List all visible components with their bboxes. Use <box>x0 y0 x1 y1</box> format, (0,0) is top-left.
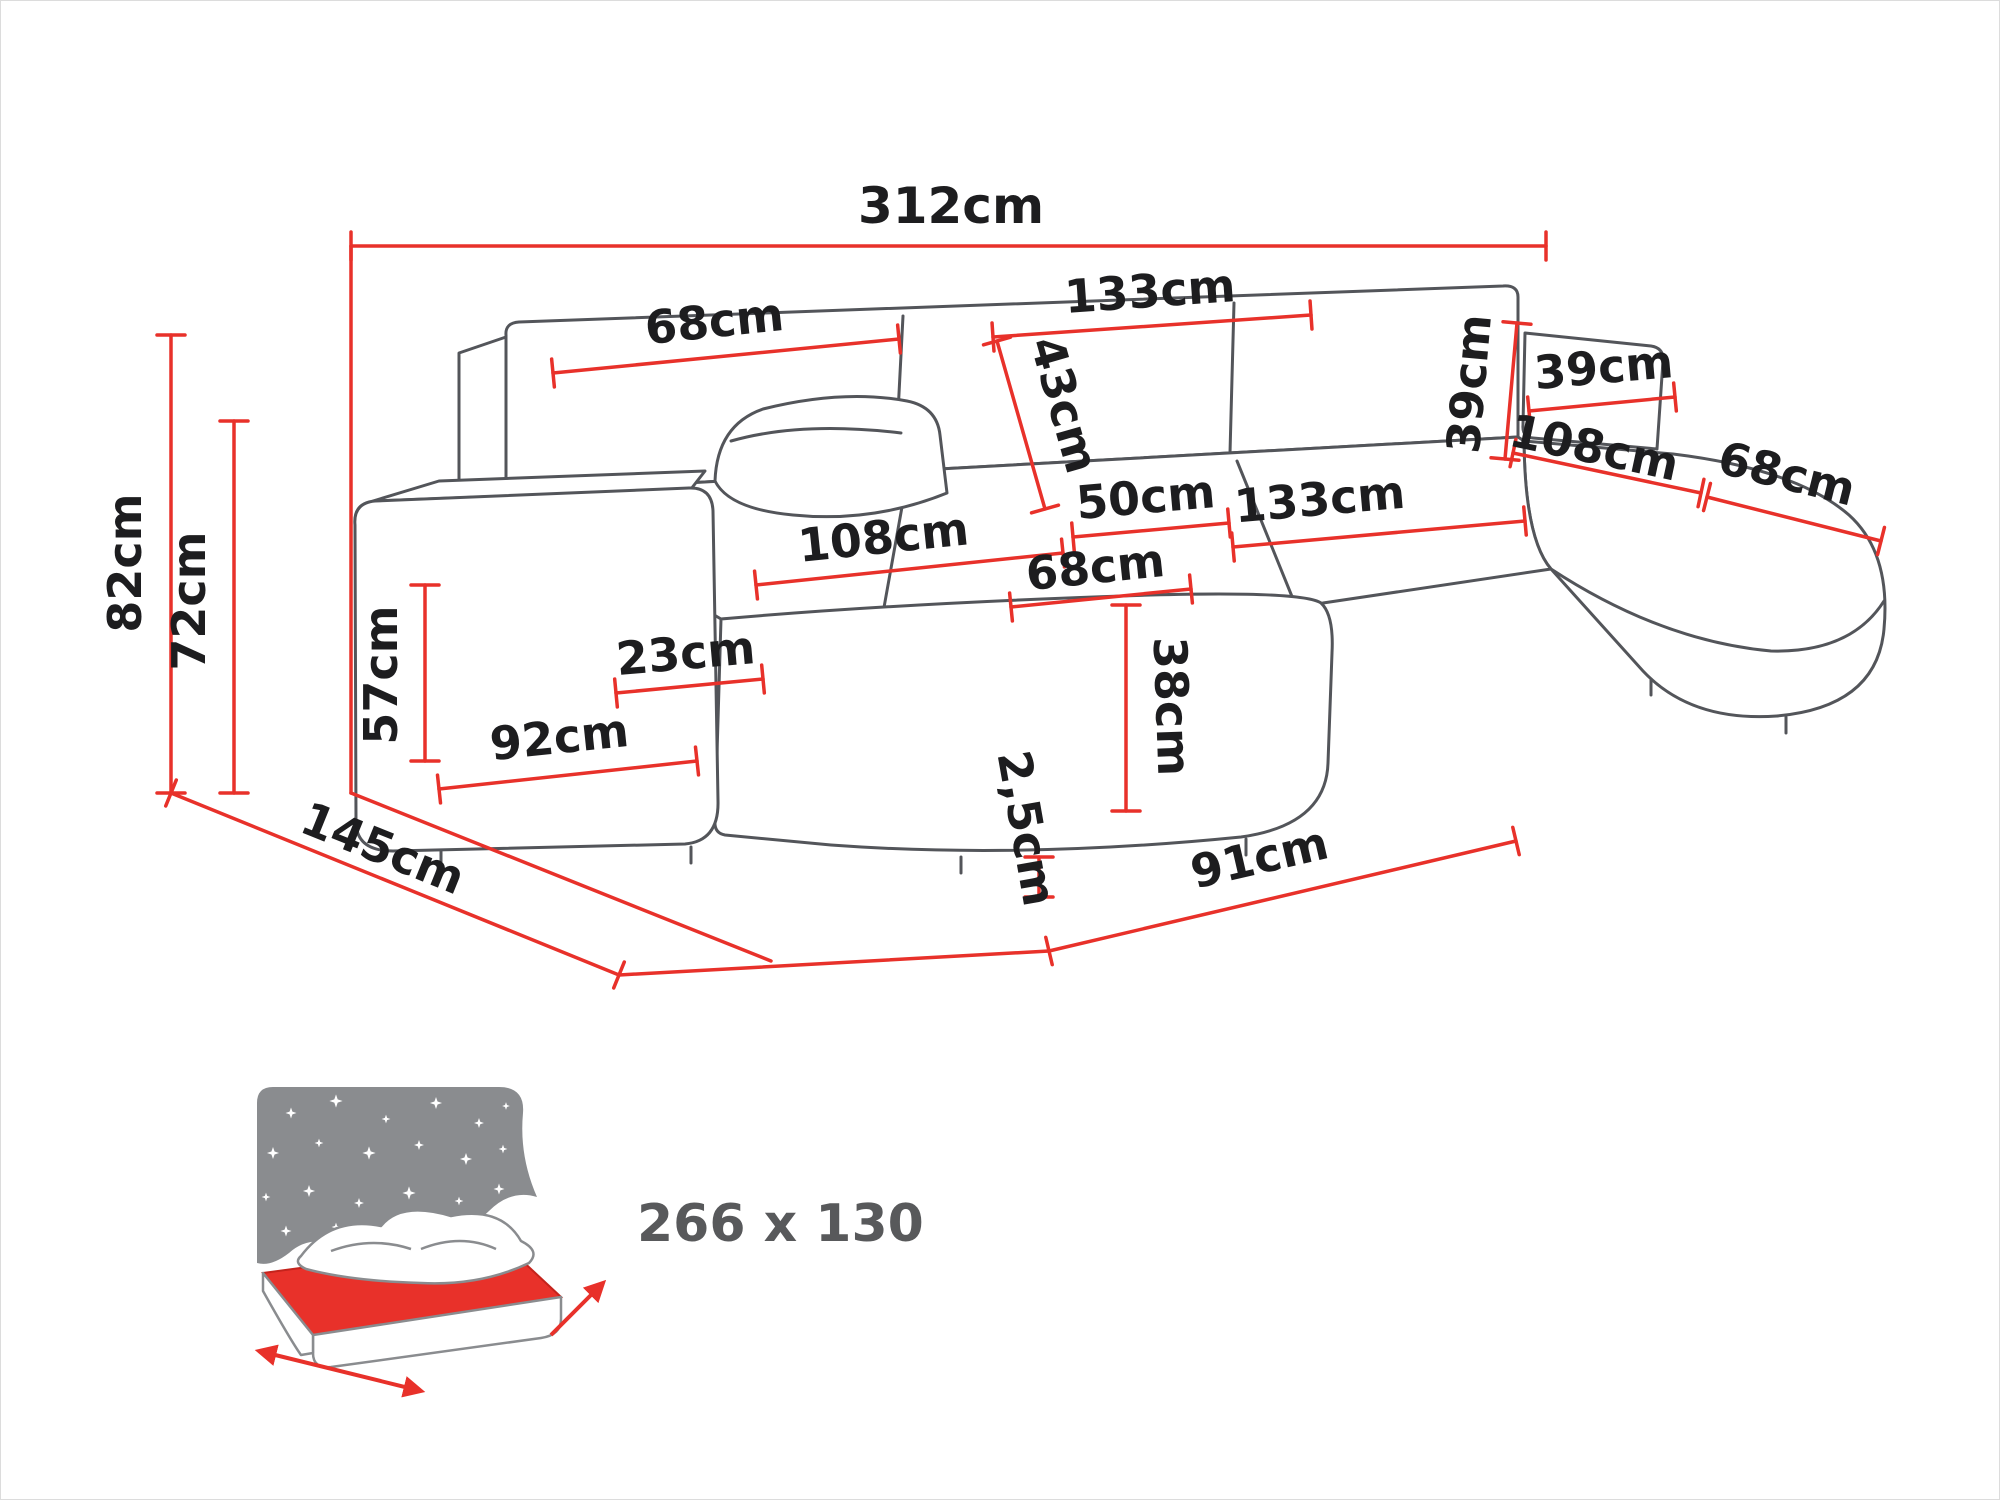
dim-label-headrest_height: 39cm <box>1436 312 1502 455</box>
dim-label-seat_height: 38cm <box>1143 636 1202 777</box>
dim-line-backrest_height <box>995 339 1047 511</box>
dim-line-back_cushion_middle <box>991 313 1313 339</box>
dim-line-headrest_height <box>1503 321 1519 461</box>
dim-line-seat_depth <box>1071 521 1231 539</box>
sofa-left-chaise <box>713 592 1334 852</box>
dim-line-headrest_width <box>1527 395 1677 413</box>
dim-line-back_cushion_left <box>551 337 901 375</box>
dim-tick <box>1671 381 1679 413</box>
dim-label-overall_height: 82cm <box>98 493 152 632</box>
dim-tick <box>435 773 443 805</box>
dim-tick <box>895 323 903 355</box>
dim-line-chaise_front_width <box>1047 839 1518 953</box>
dim-tick <box>1489 456 1521 462</box>
dim-tick <box>990 321 996 353</box>
sofa-outline-drawing <box>353 284 1887 875</box>
dim-tick <box>1501 320 1533 326</box>
dim-tick <box>759 663 767 695</box>
dim-tick <box>981 335 1013 347</box>
fold-out-bed-icon <box>254 1087 607 1398</box>
dim-tick <box>1696 477 1706 509</box>
dim-label-armrest_height: 57cm <box>354 605 408 744</box>
dim-line-chaise_right_width <box>1705 495 1883 543</box>
right-chaise-seam <box>1549 567 1886 653</box>
dim-line-seat_left_width <box>1009 587 1193 609</box>
dim-label-back_cushion_middle: 133cm <box>1063 258 1238 324</box>
dim-line-side_depth <box>169 791 621 977</box>
dim-tick <box>1875 525 1887 557</box>
dim-tick <box>1508 437 1518 469</box>
sofa-back-left-step <box>457 335 508 497</box>
dim-construction-line <box>349 791 773 963</box>
dim-tick <box>1059 537 1067 569</box>
dim-line-chaise_left_length <box>754 551 1065 587</box>
dim-tick <box>1522 505 1528 537</box>
pillow-fold-line <box>729 427 903 443</box>
dim-tick <box>1007 591 1015 623</box>
dim-tick <box>1308 299 1314 331</box>
dim-label-seat_depth: 50cm <box>1074 464 1217 530</box>
dim-line-armrest_width <box>614 677 765 695</box>
dim-tick <box>1701 481 1713 513</box>
dim-tick <box>1187 573 1195 605</box>
sofa-feet <box>439 677 1788 875</box>
dim-tick <box>1069 521 1077 553</box>
dim-label-backrest_total_height: 72cm <box>162 531 216 670</box>
dim-tick <box>1525 395 1533 427</box>
sofa-right-headrest <box>1521 331 1665 451</box>
dim-tick <box>163 778 179 808</box>
unfold-arrow-front <box>254 1344 426 1398</box>
seat-seam <box>1235 459 1295 601</box>
dim-tick <box>752 569 760 601</box>
dim-line-armrest_length <box>437 759 699 791</box>
sleeping-area-label: 266 x 130 <box>637 1194 924 1254</box>
dim-label-overall_width: 312cm <box>858 177 1044 235</box>
dim-tick <box>1225 507 1233 539</box>
dim-tick <box>1511 825 1521 857</box>
unfold-arrow-side <box>549 1279 607 1337</box>
bed-blanket-fold <box>330 1239 497 1253</box>
dim-tick <box>612 677 620 709</box>
dim-tick <box>1230 531 1236 563</box>
sofa-pillow <box>713 395 949 519</box>
dim-tick <box>549 357 557 389</box>
dim-line-seat_middle_width <box>1231 519 1527 549</box>
dim-tick <box>693 745 701 777</box>
bed-blanket <box>296 1209 535 1285</box>
dim-construction-line <box>617 949 1051 977</box>
dim-label-headrest_width: 39cm <box>1532 334 1675 400</box>
backrest-seam <box>1228 301 1236 455</box>
dim-tick <box>1029 503 1061 515</box>
dim-line-chaise_right_length <box>1511 451 1703 495</box>
sofa-left-armrest <box>353 486 720 853</box>
dim-label-armrest_width: 23cm <box>614 620 757 686</box>
